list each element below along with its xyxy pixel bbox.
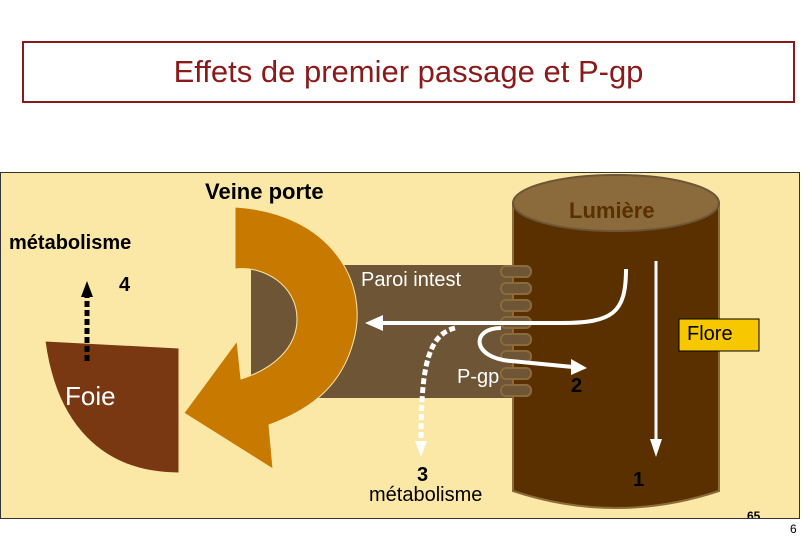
arrowhead-3: [415, 441, 427, 457]
number-4-label: 4: [119, 274, 131, 296]
veine-porte-label: Veine porte: [205, 179, 324, 204]
lumiere-label: Lumière: [569, 198, 655, 223]
slide-number: 65: [747, 509, 761, 519]
slide-number-edge: 6: [790, 522, 797, 536]
flore-label: Flore: [687, 323, 733, 345]
lumen-cylinder: [512, 202, 720, 509]
paroi-intest-label: Paroi intest: [361, 269, 462, 291]
pgp-arrowhead: [571, 359, 587, 375]
metabolisme-top-label: métabolisme: [9, 232, 132, 254]
villi: [500, 265, 532, 397]
portal-vein-arrow: [183, 206, 358, 470]
flore-box: [678, 318, 760, 352]
number-1-label: 1: [633, 469, 645, 491]
arrowhead-4: [81, 281, 93, 297]
number-3-label: 3: [417, 464, 429, 486]
absorption-path: [381, 268, 628, 325]
diagram-graphics: [44, 174, 760, 509]
absorption-arrowhead: [365, 315, 383, 331]
slide-title: Effets de premier passage et P-gp: [173, 54, 644, 89]
title-box: Effets de premier passage et P-gp: [22, 41, 795, 103]
metabolisme-bottom-label: métabolisme: [369, 484, 483, 506]
lumen-top: [512, 174, 720, 232]
diagram-panel: Veine porte Lumière métabolisme 4 Paroi …: [0, 172, 800, 519]
pgp-path: [477, 326, 574, 369]
arrowhead-1: [650, 439, 662, 457]
dashed-arrow-3: [418, 325, 456, 444]
foie-label: Foie: [65, 381, 116, 411]
liver-shape: [44, 340, 180, 474]
pgp-label: P-gp: [457, 366, 500, 388]
number-2-label: 2: [571, 375, 583, 397]
